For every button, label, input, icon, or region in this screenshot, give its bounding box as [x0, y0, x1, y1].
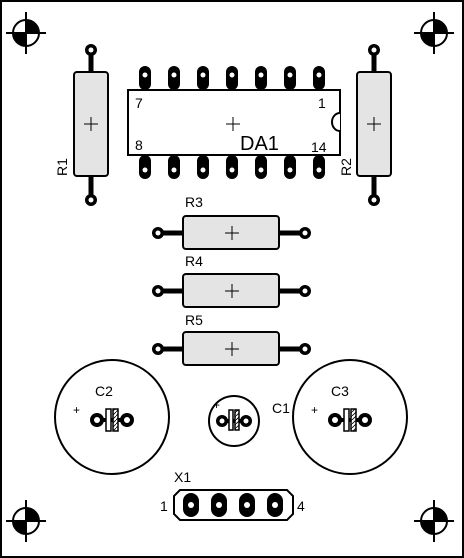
resistor-r3 [152, 215, 311, 250]
capacitor-c1 [208, 395, 260, 447]
resistor-r2 [356, 44, 392, 206]
label-r3: R3 [185, 194, 203, 210]
connector-pin-pad [267, 493, 283, 517]
label-x1: X1 [174, 469, 191, 485]
ic-pin-1-label: 1 [318, 95, 326, 111]
ic-pin-pad [255, 66, 267, 90]
ic-pin-pad [284, 155, 296, 179]
label-c2: C2 [95, 383, 113, 399]
ic-pin-pad [226, 66, 238, 90]
ic-pin-pad [197, 155, 209, 179]
ic-pin-pad [313, 155, 325, 179]
c3-polarity-mark: + [311, 403, 318, 417]
label-r1: R1 [54, 158, 70, 176]
label-c1: C1 [272, 400, 290, 416]
label-r2: R2 [338, 158, 354, 176]
c1-polarity-mark: + [213, 398, 220, 412]
ic-pin-pad [284, 66, 296, 90]
connector-pin-pad [183, 493, 199, 517]
ic-pin-14-label: 14 [311, 139, 327, 155]
ic-pin-pad [139, 66, 151, 90]
label-r4: R4 [185, 253, 203, 269]
fiducial-bottom-right [414, 500, 454, 542]
fiducial-top-right [414, 12, 454, 54]
label-r5: R5 [185, 312, 203, 328]
connector-pin-4-label: 4 [297, 498, 305, 514]
ic-pin-pad [197, 66, 209, 90]
ic-da1 [127, 66, 341, 179]
fiducial-top-left [6, 12, 46, 54]
ic-pin-8-label: 8 [135, 137, 143, 153]
ic-pin-7-label: 7 [135, 95, 143, 111]
ic-pin-pad [313, 66, 325, 90]
connector-pin-pad [211, 493, 227, 517]
ic-pin-pad [139, 155, 151, 179]
connector-pin-pad [239, 493, 255, 517]
ic-pin-pad [168, 155, 180, 179]
ic-pin-pad [168, 66, 180, 90]
ic-pin-pad [226, 155, 238, 179]
resistor-r4 [152, 273, 311, 308]
label-da1: DA1 [240, 133, 279, 155]
ic-pin-pad [255, 155, 267, 179]
label-c3: C3 [331, 383, 349, 399]
resistor-r1 [73, 44, 109, 206]
connector-x1 [173, 489, 294, 521]
c2-polarity-mark: + [73, 403, 80, 417]
fiducial-bottom-left [6, 500, 46, 542]
connector-pin-1-label: 1 [160, 498, 168, 514]
capacitor-c3 [292, 359, 408, 475]
resistor-r5 [152, 331, 311, 366]
capacitor-c2 [54, 359, 170, 475]
